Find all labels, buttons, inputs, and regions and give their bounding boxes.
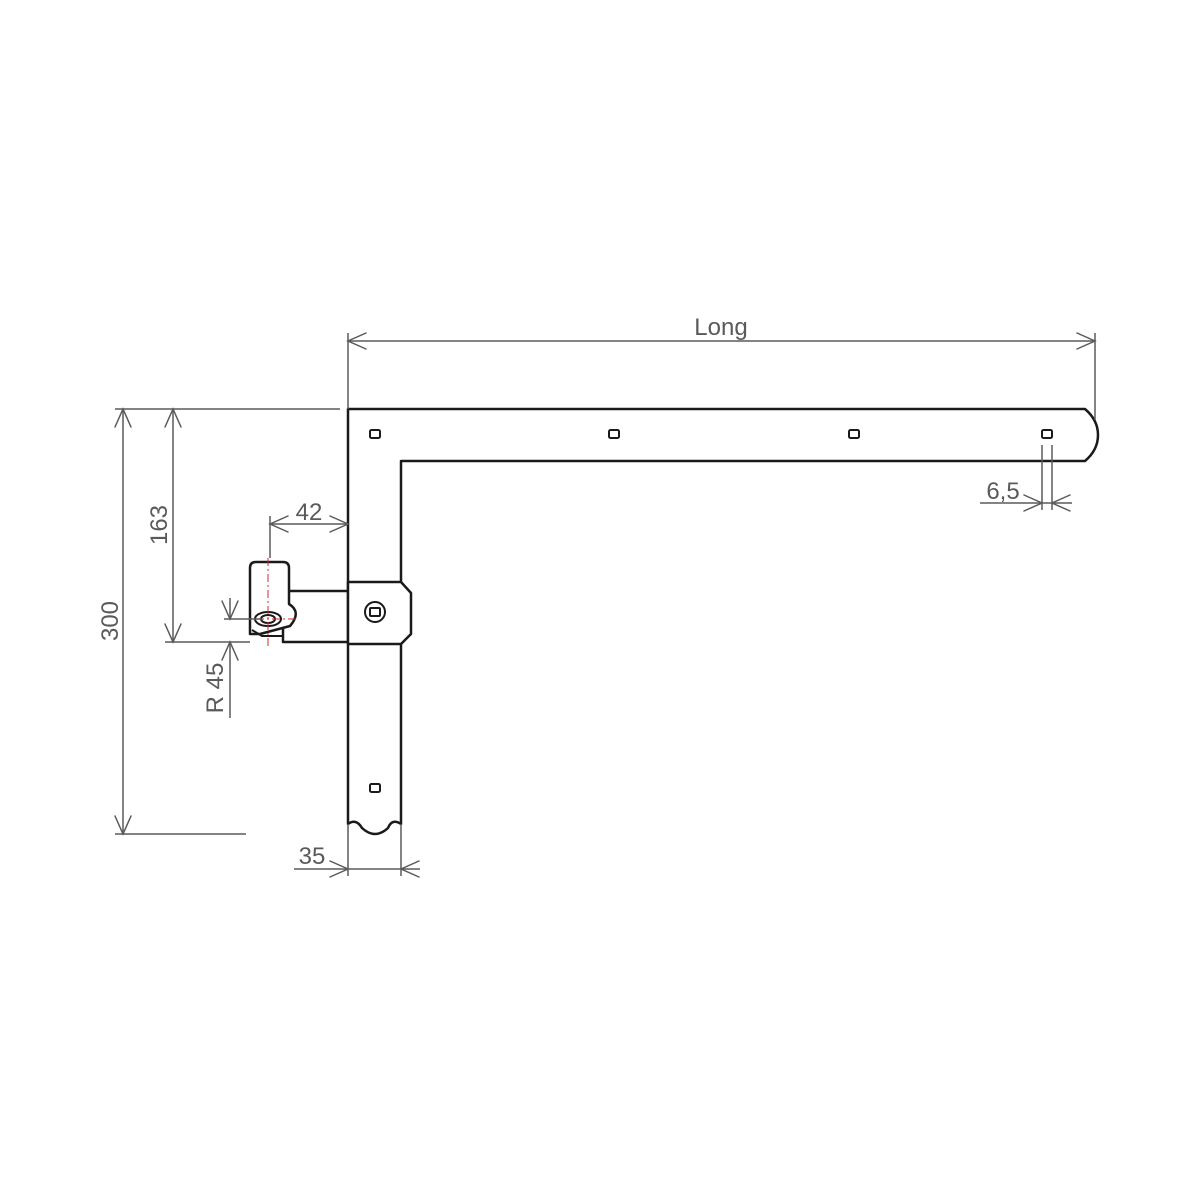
mounting-hole — [848, 429, 860, 439]
mounting-hole — [369, 429, 381, 439]
dimension-total-height: 300 — [97, 407, 340, 836]
l-hinge-strap — [346, 407, 1100, 836]
pin-lower-edge — [251, 629, 283, 637]
dimension-offset: 42 — [268, 499, 350, 558]
mounting-hole — [369, 783, 381, 793]
dimension-pin-height-label: 163 — [146, 505, 173, 545]
dimension-width: 35 — [294, 824, 420, 878]
strap-outline — [346, 407, 1100, 836]
dimension-pin-height: 163 — [146, 407, 250, 644]
dimension-long: Long — [346, 314, 1097, 420]
bolt-square — [369, 607, 381, 617]
dimension-radius: R 45 — [202, 598, 262, 718]
dimension-hole-edge: 6,5 — [980, 445, 1072, 512]
pivot-assembly — [240, 558, 413, 646]
dimension-offset-label: 42 — [296, 499, 323, 526]
dimension-width-label: 35 — [299, 843, 326, 870]
mounting-hole — [1041, 429, 1053, 439]
dimension-long-label: Long — [694, 314, 747, 341]
dimension-total-height-label: 300 — [97, 601, 124, 641]
dimension-radius-label: R 45 — [202, 663, 229, 714]
mounting-hole — [608, 429, 620, 439]
dimension-hole-edge-label: 6,5 — [986, 478, 1019, 505]
